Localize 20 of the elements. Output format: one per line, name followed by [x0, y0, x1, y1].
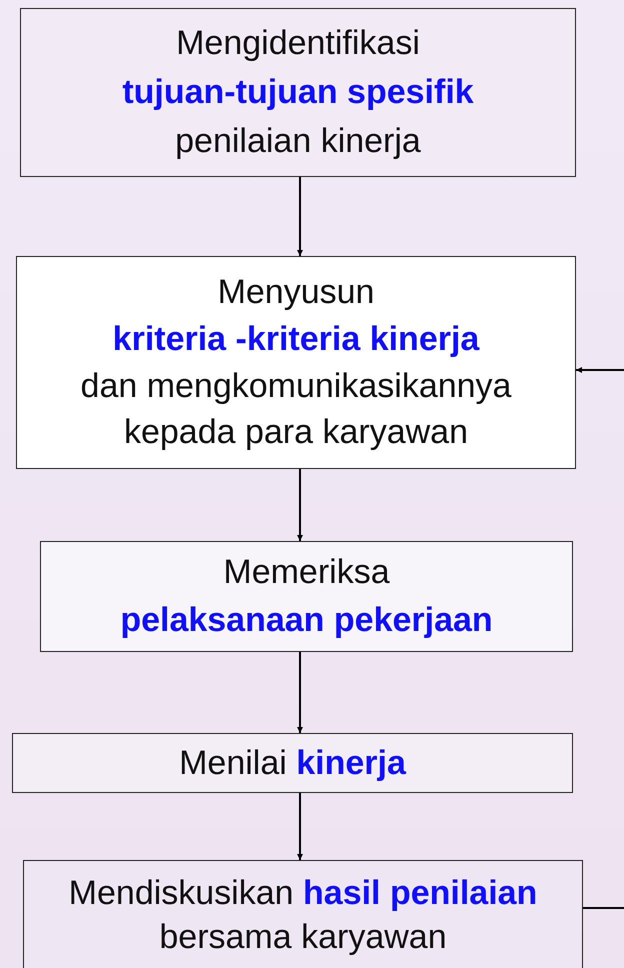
process-box	[16, 256, 576, 469]
box-text: kriteria -kriteria kinerja	[112, 318, 480, 360]
box-text: Memeriksa	[223, 552, 390, 593]
arrow	[576, 367, 624, 909]
process-box	[23, 860, 583, 968]
arrow	[297, 652, 303, 733]
process-box	[20, 8, 576, 177]
process-box	[40, 541, 573, 652]
arrow	[297, 469, 303, 541]
box-text: Mendiskusikan hasil penilaian bersama karyawan	[68, 873, 538, 958]
box-text: Menilai kinerja	[179, 742, 406, 784]
box-text: tujuan-tujuan spesifik	[122, 72, 474, 113]
box-text: penilaian kinerja	[175, 121, 421, 162]
box-text: pelaksanaan pekerjaan	[120, 600, 493, 640]
arrow	[297, 793, 303, 860]
box-text: dan mengkomunikasikannya kepada para karyawan	[80, 366, 512, 454]
arrow	[297, 177, 303, 256]
box-text: Menyusun	[218, 272, 374, 313]
process-box	[12, 733, 573, 793]
box-text: Mengidentifikasi	[176, 22, 420, 64]
